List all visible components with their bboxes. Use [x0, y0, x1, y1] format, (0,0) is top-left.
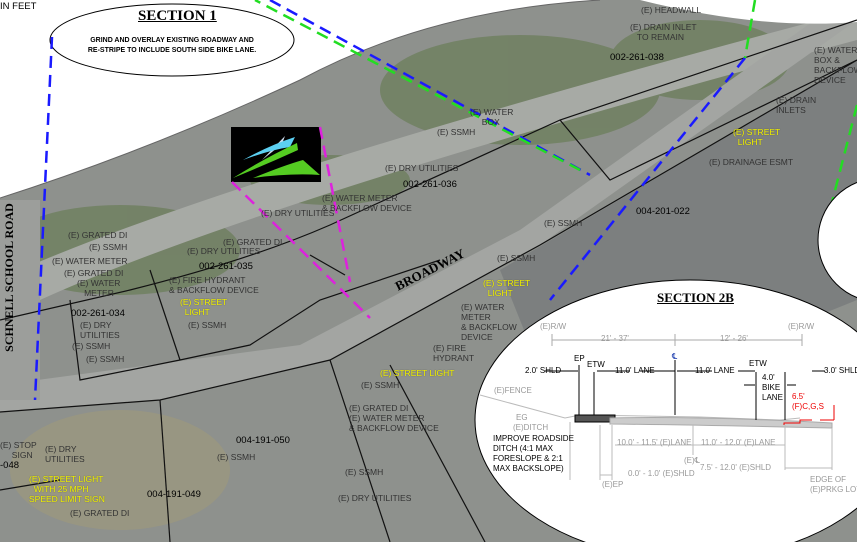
dim-left: 21' - 37' — [601, 334, 629, 343]
ep-label: EP — [574, 354, 585, 363]
utility-label: (E) SSMH — [188, 320, 227, 330]
e-lane-right: 11.0' - 12.0' (E)LANE — [701, 438, 776, 447]
parcel-number: 004-201-022 — [636, 206, 690, 217]
street-light-label: (E) STREET LIGHT — [380, 368, 455, 378]
utility-label: (E) DRY UTILITIES — [45, 444, 85, 464]
section1-note: GRIND AND OVERLAY EXISTING ROADWAY AND R… — [87, 37, 257, 54]
dim-right: 12' - 26' — [720, 334, 748, 343]
street-light-label: (E) STREET LIGHT — [180, 297, 228, 317]
edge-parking-lot: EDGE OF (E)PRKG LOT — [810, 475, 857, 494]
row-left: (E)R/W — [540, 322, 567, 331]
utility-label: (E) WATER BOX & BACKFLOW DEVICE — [814, 45, 857, 85]
street-light-label: (E) STREET LIGHT WITH 25 MPH SPEED LIMIT… — [29, 474, 105, 504]
e-shoulder-right: 7.5' - 12.0' (E)SHLD — [700, 463, 772, 472]
utility-label: (E) HEADWALL — [641, 5, 702, 15]
e-ep-label: (E)EP — [602, 480, 624, 489]
utility-label: (E) SSMH — [345, 467, 384, 477]
section2b-title: SECTION 2B — [657, 290, 734, 305]
upper-highway — [20, 10, 857, 300]
utility-label: (E) GRATED DI (E) WATER METER & BACKFLOW… — [349, 403, 439, 433]
parcel-number: 002-261-035 — [199, 261, 253, 272]
parcel-number: 002-261-034 — [71, 308, 125, 319]
scale-unit: IN FEET — [0, 1, 37, 12]
street-light-label: (E) STREET LIGHT — [733, 127, 781, 147]
parcel-number: 004-191-050 — [236, 435, 290, 446]
utility-label: (E) GRATED DI — [223, 237, 283, 247]
section-boundary-blue — [549, 57, 746, 301]
utility-label: (E) SSMH — [544, 218, 583, 228]
utility-label: (E) WATER BOX — [470, 107, 514, 127]
utility-label: (E) DRAINAGE ESMT — [709, 157, 794, 167]
utility-label: (E) FIRE HYDRANT — [433, 343, 475, 363]
utility-label: (E) GRATED DI — [64, 268, 124, 278]
new-curb-gutter-sidewalk: 6.5' (F)C,G,S — [792, 392, 824, 411]
shoulder-right: 3.0' SHLD — [824, 366, 857, 375]
utility-label: (E) WATER METER & BACKFLOW DEVICE — [322, 193, 412, 213]
utility-label: (E) SSMH — [437, 127, 476, 137]
utility-label: (E) GRATED DI — [68, 230, 128, 240]
utility-label: (E) DRY UTILITIES — [338, 493, 412, 503]
lane-left: 11.0' LANE — [615, 366, 655, 375]
utility-label: (E) SSMH — [89, 242, 128, 252]
etw-left-label: ETW — [587, 360, 605, 369]
utility-label: (E) DRY UTILITIES — [261, 208, 335, 218]
fence-label: (E)FENCE — [494, 386, 532, 395]
utility-label: (E) SSMH — [497, 253, 536, 263]
ditch-label: (E)DITCH — [513, 423, 549, 432]
section2b-bubble — [474, 279, 857, 542]
street-light-label: (E) STREET LIGHT — [483, 278, 531, 298]
utility-label: (E) SSMH — [217, 452, 256, 462]
row-right: (E)R/W — [788, 322, 815, 331]
utility-label: (E) WATER METER — [52, 256, 128, 266]
utility-label: (E) SSMH — [86, 354, 125, 364]
e-shoulder-left: 0.0' - 1.0' (E)SHLD — [628, 469, 695, 478]
e-lane-left: 10.0' - 11.5' (E)LANE — [617, 438, 692, 447]
bike-lane-green — [254, 0, 581, 172]
utility-label: (E) SSMH — [72, 341, 111, 351]
parcel-number: 002-261-036 — [403, 179, 457, 190]
utility-label: (E) DRY UTILITIES — [187, 246, 261, 256]
etw-right-label: ETW — [749, 359, 767, 368]
bike-lane-green — [743, 0, 757, 59]
parcel-number: 002-261-038 — [610, 52, 664, 63]
bike-lane: 4.0' BIKE LANE — [762, 373, 783, 402]
parcel-number: -048 — [0, 460, 20, 471]
utility-label: (E) GRATED DI — [70, 508, 130, 518]
utility-label: (E) WATER METER — [77, 278, 121, 298]
lane-right: 11.0' LANE — [695, 366, 735, 375]
road-label-schnell-school: SCHNELL SCHOOL ROAD — [1, 203, 16, 352]
section1-bubble — [49, 3, 295, 77]
utility-label: (E) DRY UTILITIES — [385, 163, 459, 173]
e-centerline: (E)℄ — [684, 456, 700, 465]
parcel-lines — [0, 19, 857, 542]
utility-label: (E) DRAIN INLET TO REMAIN — [630, 22, 697, 42]
schnell-school-road — [0, 200, 40, 400]
utility-label: (E) WATER METER & BACKFLOW DEVICE — [461, 302, 517, 342]
section-bubble-right — [817, 181, 857, 299]
utility-label: (E) STOP SIGN — [0, 440, 37, 460]
section1-title: SECTION 1 — [138, 8, 217, 24]
utility-label: (E) DRAIN INLETS — [776, 95, 817, 115]
company-logo — [231, 127, 321, 182]
utility-label: (E) SSMH — [361, 380, 400, 390]
improve-ditch-note: IMPROVE ROADSIDE DITCH (4:1 MAX FORESLOP… — [493, 434, 574, 473]
centerline-symbol: ℄ — [672, 352, 678, 361]
section-boundary-magenta — [231, 126, 371, 319]
utility-label: (E) FIRE HYDRANT & BACKFLOW DEVICE — [169, 275, 259, 295]
section2b-linework — [479, 334, 835, 480]
eg-label: EG — [516, 413, 528, 422]
section-boundary-blue — [33, 36, 54, 401]
parcel-number: 004-191-049 — [147, 489, 201, 500]
shoulder-left: 2.0' SHLD — [525, 366, 562, 375]
utility-label: (E) DRY UTILITIES — [80, 320, 120, 340]
section-boundary-blue — [269, 0, 591, 177]
